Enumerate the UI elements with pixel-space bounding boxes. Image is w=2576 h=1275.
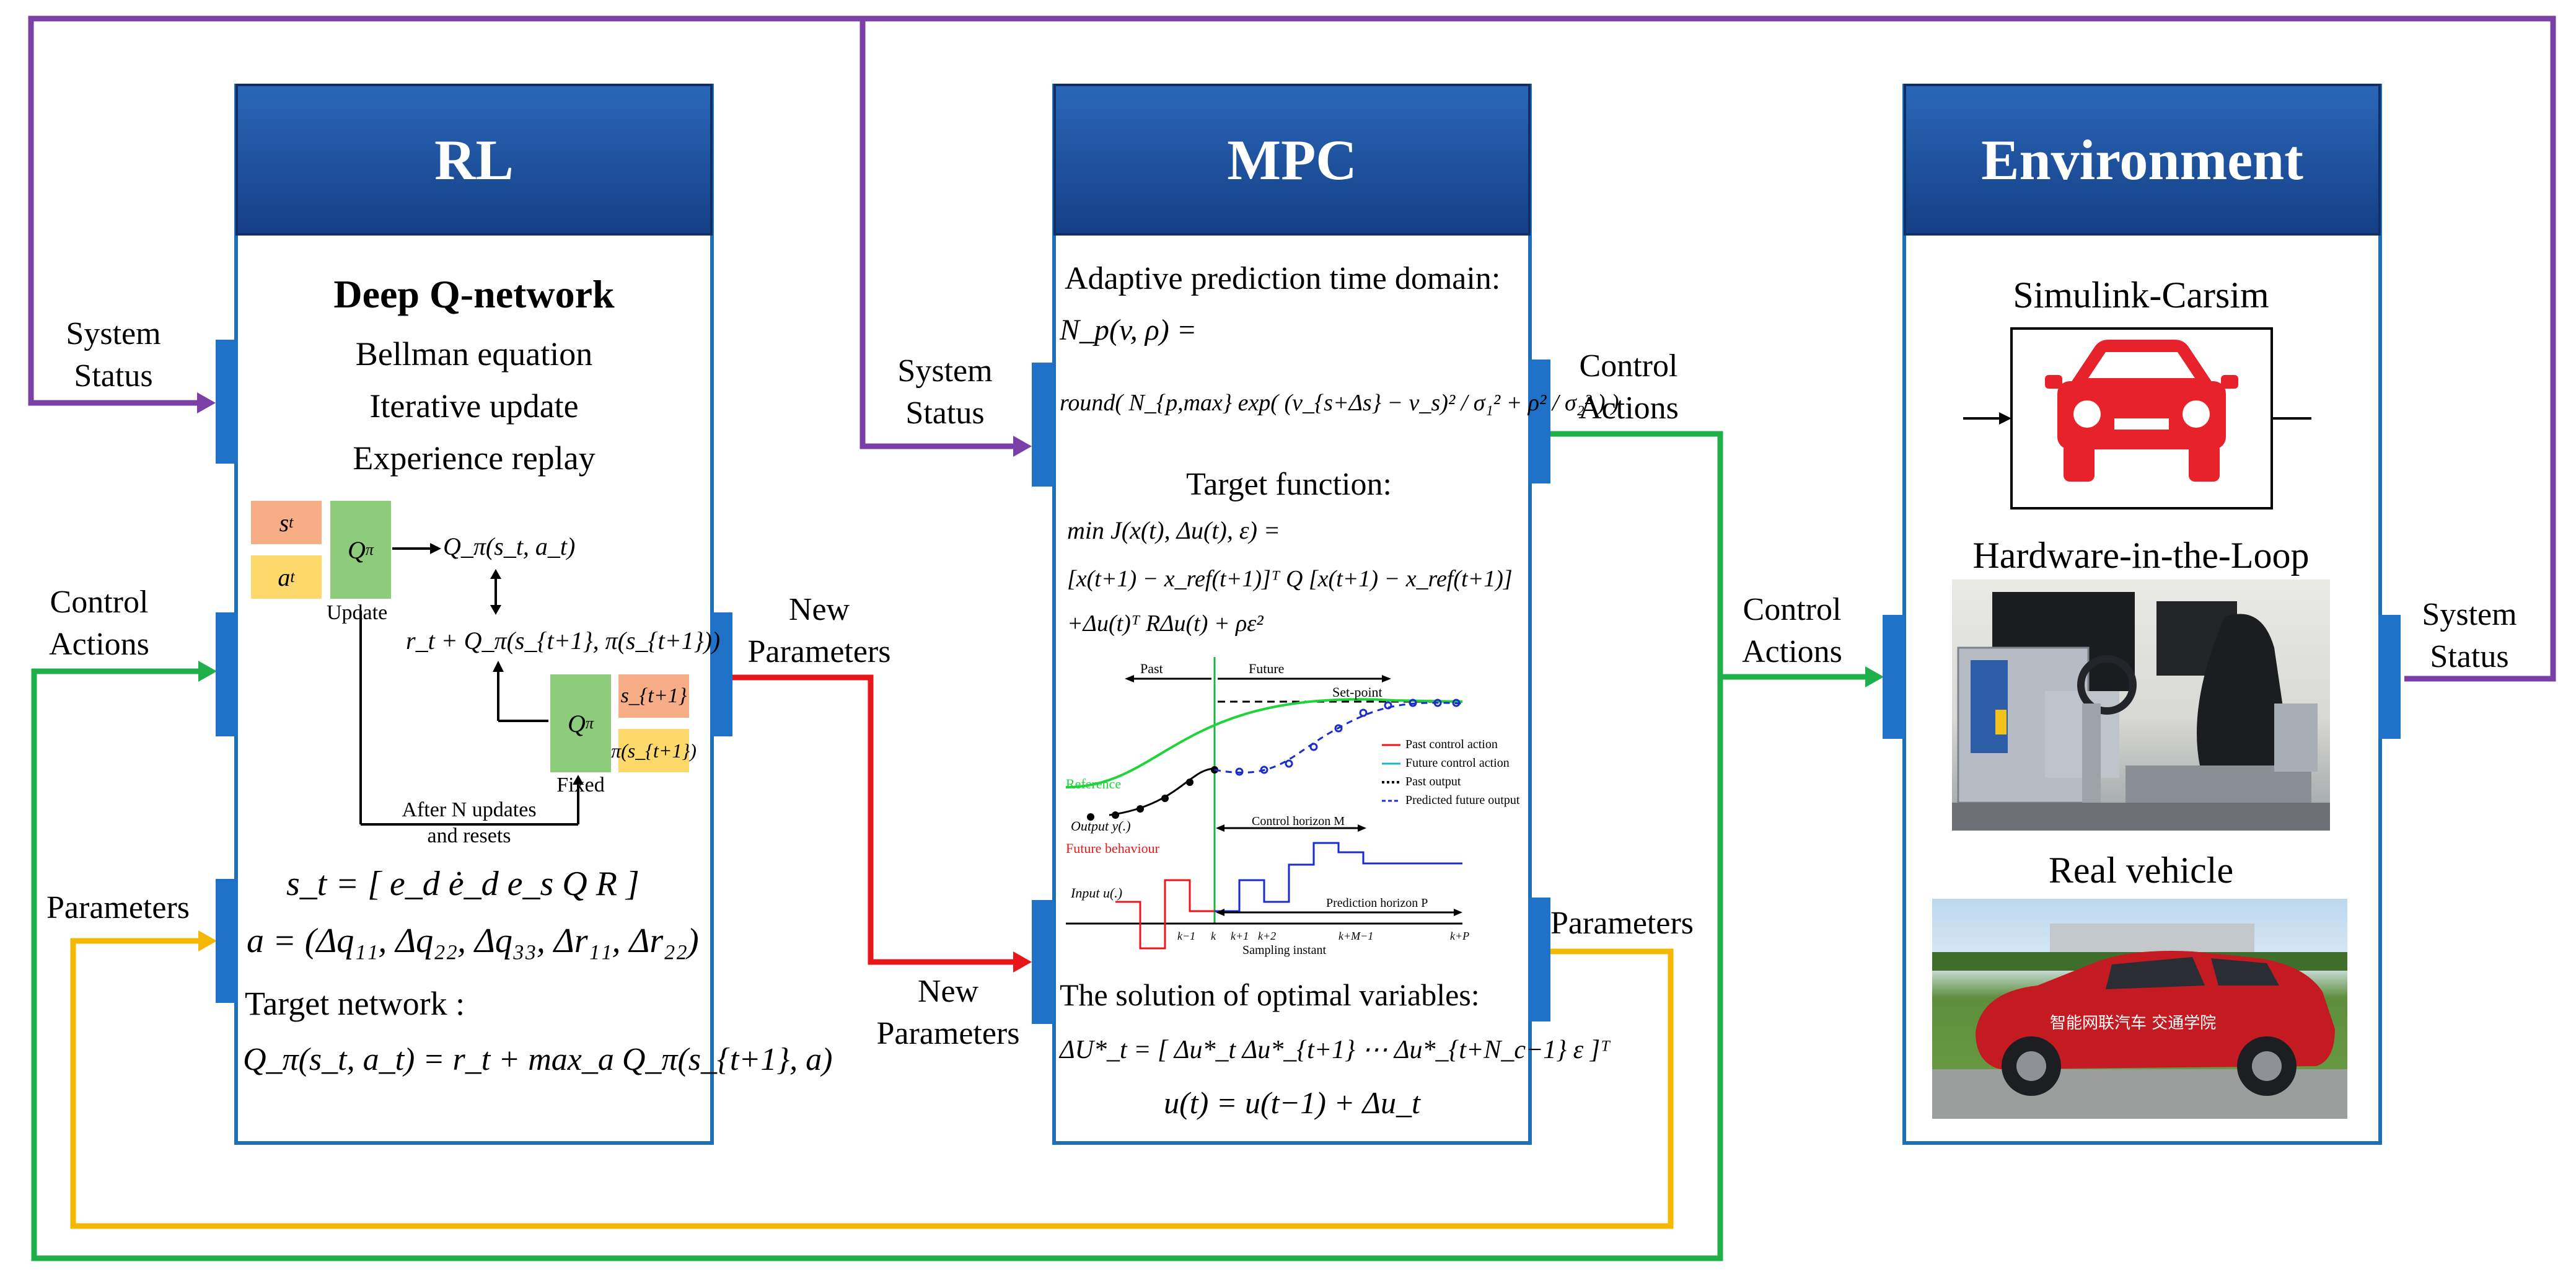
plot-tick-k-1: k−1 bbox=[1177, 930, 1196, 942]
sim-label: Simulink-Carsim bbox=[2013, 275, 2269, 315]
plot-tick-kp: k+P bbox=[1450, 930, 1470, 942]
env-port-control bbox=[1883, 615, 1905, 739]
plot-tick-k: k bbox=[1211, 930, 1216, 942]
round-eq: round( N_{p,max} exp( (v_{s+Δs} − v_s)² … bbox=[1060, 390, 1619, 416]
target-eq: Q_π(s_t, a_t) = r_t + max_a Q_π(s_{t+1},… bbox=[243, 1042, 833, 1077]
state-eq: s_t = [ e_d ė_d e_s Q R ] bbox=[286, 865, 640, 903]
plot-future: Future bbox=[1249, 661, 1285, 676]
plot-legend-3: Past output bbox=[1405, 775, 1461, 788]
real-vehicle-photo: 智能网联汽车 交通学院 bbox=[1932, 899, 2347, 1119]
rl-line-iterative: Iterative update bbox=[369, 387, 579, 425]
fixed-label: Fixed bbox=[556, 774, 605, 796]
plot-tick-k2: k+2 bbox=[1258, 930, 1277, 942]
purple-status-line bbox=[28, 15, 2556, 682]
plot-prediction-horizon: Prediction horizon P bbox=[1326, 896, 1428, 910]
plot-tick-k1: k+1 bbox=[1231, 930, 1249, 942]
mpc-header: MPC bbox=[1053, 84, 1531, 236]
u-eq: u(t) = u(t−1) + Δu_t bbox=[1164, 1085, 1420, 1120]
mpc-port-params bbox=[1528, 898, 1550, 1021]
plot-setpoint: Set-point bbox=[1332, 684, 1383, 700]
green-arrowhead-env bbox=[1865, 666, 1884, 687]
state-st1-box: s_{t+1} bbox=[618, 674, 689, 718]
rl-subtitle: Deep Q-network bbox=[333, 272, 615, 316]
np-eq: N_p(v, ρ) = bbox=[1060, 314, 1197, 346]
mpc-panel bbox=[1052, 84, 1532, 1145]
after-label-1: After N updates bbox=[402, 798, 537, 821]
action-eq: a = (Δq₁₁, Δq₂₂, Δq₃₃, Δr₁₁, Δr₂₂) bbox=[247, 922, 699, 960]
r-eq: r_t + Q_π(s_{t+1}, π(s_{t+1})) bbox=[406, 627, 721, 655]
flow-label-newparams-mpc: New Parameters bbox=[876, 974, 1020, 1051]
mpc-port-control bbox=[1528, 360, 1550, 483]
cost-eq-2: +Δu(t)ᵀ RΔu(t) + ρε² bbox=[1067, 611, 1264, 637]
adaptive-label: Adaptive prediction time domain: bbox=[1065, 261, 1501, 296]
cost-eq-1: [x(t+1) − x_ref(t+1)]ᵀ Q [x(t+1) − x_ref… bbox=[1067, 566, 1513, 592]
plot-output: Output y(.) bbox=[1071, 818, 1131, 834]
rl-header: RL bbox=[235, 84, 713, 236]
purple-arrowhead-rl bbox=[197, 392, 216, 413]
flow-label-control-rl: Control Actions bbox=[49, 585, 149, 662]
yellow-params-line bbox=[70, 938, 1674, 1229]
env-port-status bbox=[2378, 615, 2401, 739]
flow-label-control-mpc: Control Actions bbox=[1578, 348, 1679, 426]
rl-line-replay: Experience replay bbox=[353, 439, 596, 477]
after-label-2: and resets bbox=[427, 824, 511, 847]
q-eq: Q_π(s_t, a_t) bbox=[443, 532, 576, 560]
flow-label-params-mpc: Parameters bbox=[1550, 906, 1694, 941]
red-newparams-line bbox=[730, 674, 1024, 965]
hil-label: Hardware-in-the-Loop bbox=[1972, 535, 2310, 576]
plot-input: Input u(.) bbox=[1071, 885, 1123, 901]
flow-label-status-mpc: System Status bbox=[897, 353, 993, 431]
flow-label-status-env: System Status bbox=[2422, 597, 2517, 674]
yellow-arrowhead bbox=[198, 930, 217, 951]
rl-port-newparams bbox=[710, 612, 732, 736]
plot-legend-4: Predicted future output bbox=[1405, 793, 1520, 807]
target-network-label: Target network : bbox=[245, 985, 465, 1022]
flow-label-status-rl: System Status bbox=[66, 316, 161, 394]
car-side-text: 智能网联汽车 交通学院 bbox=[2050, 1014, 2217, 1033]
red-arrowhead bbox=[1013, 951, 1032, 973]
rl-port-params bbox=[216, 879, 238, 1003]
du-eq: ΔU*_t = [ Δu*_t Δu*_{t+1} ⋯ Δu*_{t+N_c−1… bbox=[1060, 1036, 1611, 1064]
target-function-label: Target function: bbox=[1186, 467, 1392, 502]
solution-label: The solution of optimal variables: bbox=[1060, 977, 1480, 1012]
purple-branch-mpc bbox=[859, 19, 1024, 449]
plot-control-horizon: Control horizon M bbox=[1252, 814, 1345, 828]
plot-sampling: Sampling instant bbox=[1242, 943, 1326, 957]
plot-legend-1: Past control action bbox=[1405, 738, 1498, 751]
plot-reference: Reference bbox=[1066, 776, 1122, 792]
mpc-port-newparams bbox=[1032, 900, 1054, 1024]
mpc-port-status bbox=[1032, 363, 1054, 487]
env-header: Environment bbox=[1904, 84, 2381, 236]
plot-legend-2: Future control action bbox=[1405, 756, 1510, 770]
rl-panel bbox=[234, 84, 714, 1145]
rl-port-status bbox=[216, 340, 238, 464]
flow-label-newparams-rl: New Parameters bbox=[747, 592, 891, 669]
flow-label-params-rl: Parameters bbox=[46, 890, 190, 925]
plot-tick-km1: k+M−1 bbox=[1339, 930, 1374, 942]
flow-label-control-env: Control Actions bbox=[1742, 592, 1842, 669]
plot-past: Past bbox=[1140, 661, 1163, 676]
green-arrowhead-rl bbox=[198, 661, 217, 682]
real-label: Real vehicle bbox=[2048, 850, 2234, 891]
purple-arrowhead-mpc bbox=[1013, 436, 1032, 457]
rl-port-control bbox=[216, 612, 238, 736]
update-label: Update bbox=[327, 601, 388, 624]
hil-photo bbox=[1952, 580, 2330, 831]
plot-future-behaviour: Future behaviour bbox=[1066, 840, 1159, 856]
pi-st1-box: π(s_{t+1}) bbox=[611, 729, 697, 772]
min-eq: min J(x(t), Δu(t), ε) = bbox=[1067, 516, 1280, 544]
rl-line-bellman: Bellman equation bbox=[355, 335, 593, 373]
green-control-line bbox=[31, 431, 1723, 1261]
